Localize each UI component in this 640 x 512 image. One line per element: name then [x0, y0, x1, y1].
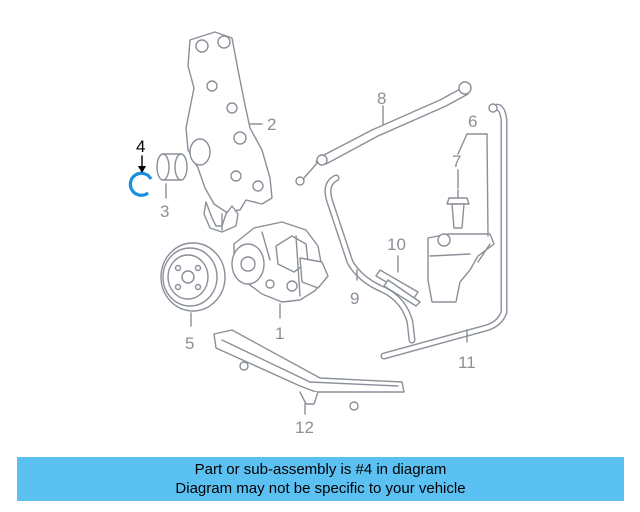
leader-6-left — [457, 133, 468, 155]
callout-5: 5 — [185, 334, 194, 353]
callout-2: 2 — [267, 115, 276, 134]
callout-12: 12 — [295, 418, 314, 437]
callout-4: 4 — [136, 137, 145, 156]
callout-1: 1 — [275, 324, 284, 343]
callout-9: 9 — [350, 289, 359, 308]
banner-line-1: Part or sub-assembly is #4 in diagram — [194, 461, 447, 478]
callout-10: 10 — [387, 235, 406, 254]
callout-11: 11 — [458, 353, 476, 372]
part-12-hose-bracket — [213, 329, 405, 411]
parts-diagram: 2 3 4 5 1 — [128, 31, 508, 437]
part-8-pressure-hose — [295, 81, 472, 186]
callout-6: 6 — [468, 112, 477, 131]
part-6-reservoir — [427, 233, 495, 303]
leader-4-arrow — [138, 166, 146, 173]
part-3-bushing — [156, 153, 188, 181]
part-4-snap-ring — [128, 171, 153, 197]
part-11-supply-line — [380, 103, 508, 360]
banner-line-2: Diagram may not be specific to your vehi… — [175, 480, 466, 497]
part-2-bracket — [185, 31, 273, 233]
part-7-reservoir-cap — [446, 189, 470, 229]
part-10-clamp — [375, 269, 421, 307]
callout-3: 3 — [160, 202, 169, 221]
part-9-return-line — [324, 174, 416, 344]
leader-6-right — [486, 133, 489, 237]
info-banner: Part or sub-assembly is #4 in diagram Di… — [17, 457, 624, 501]
part-1-pump — [231, 221, 329, 303]
callout-8: 8 — [377, 89, 386, 108]
part-5-pulley — [160, 242, 226, 312]
callout-7: 7 — [452, 152, 461, 171]
